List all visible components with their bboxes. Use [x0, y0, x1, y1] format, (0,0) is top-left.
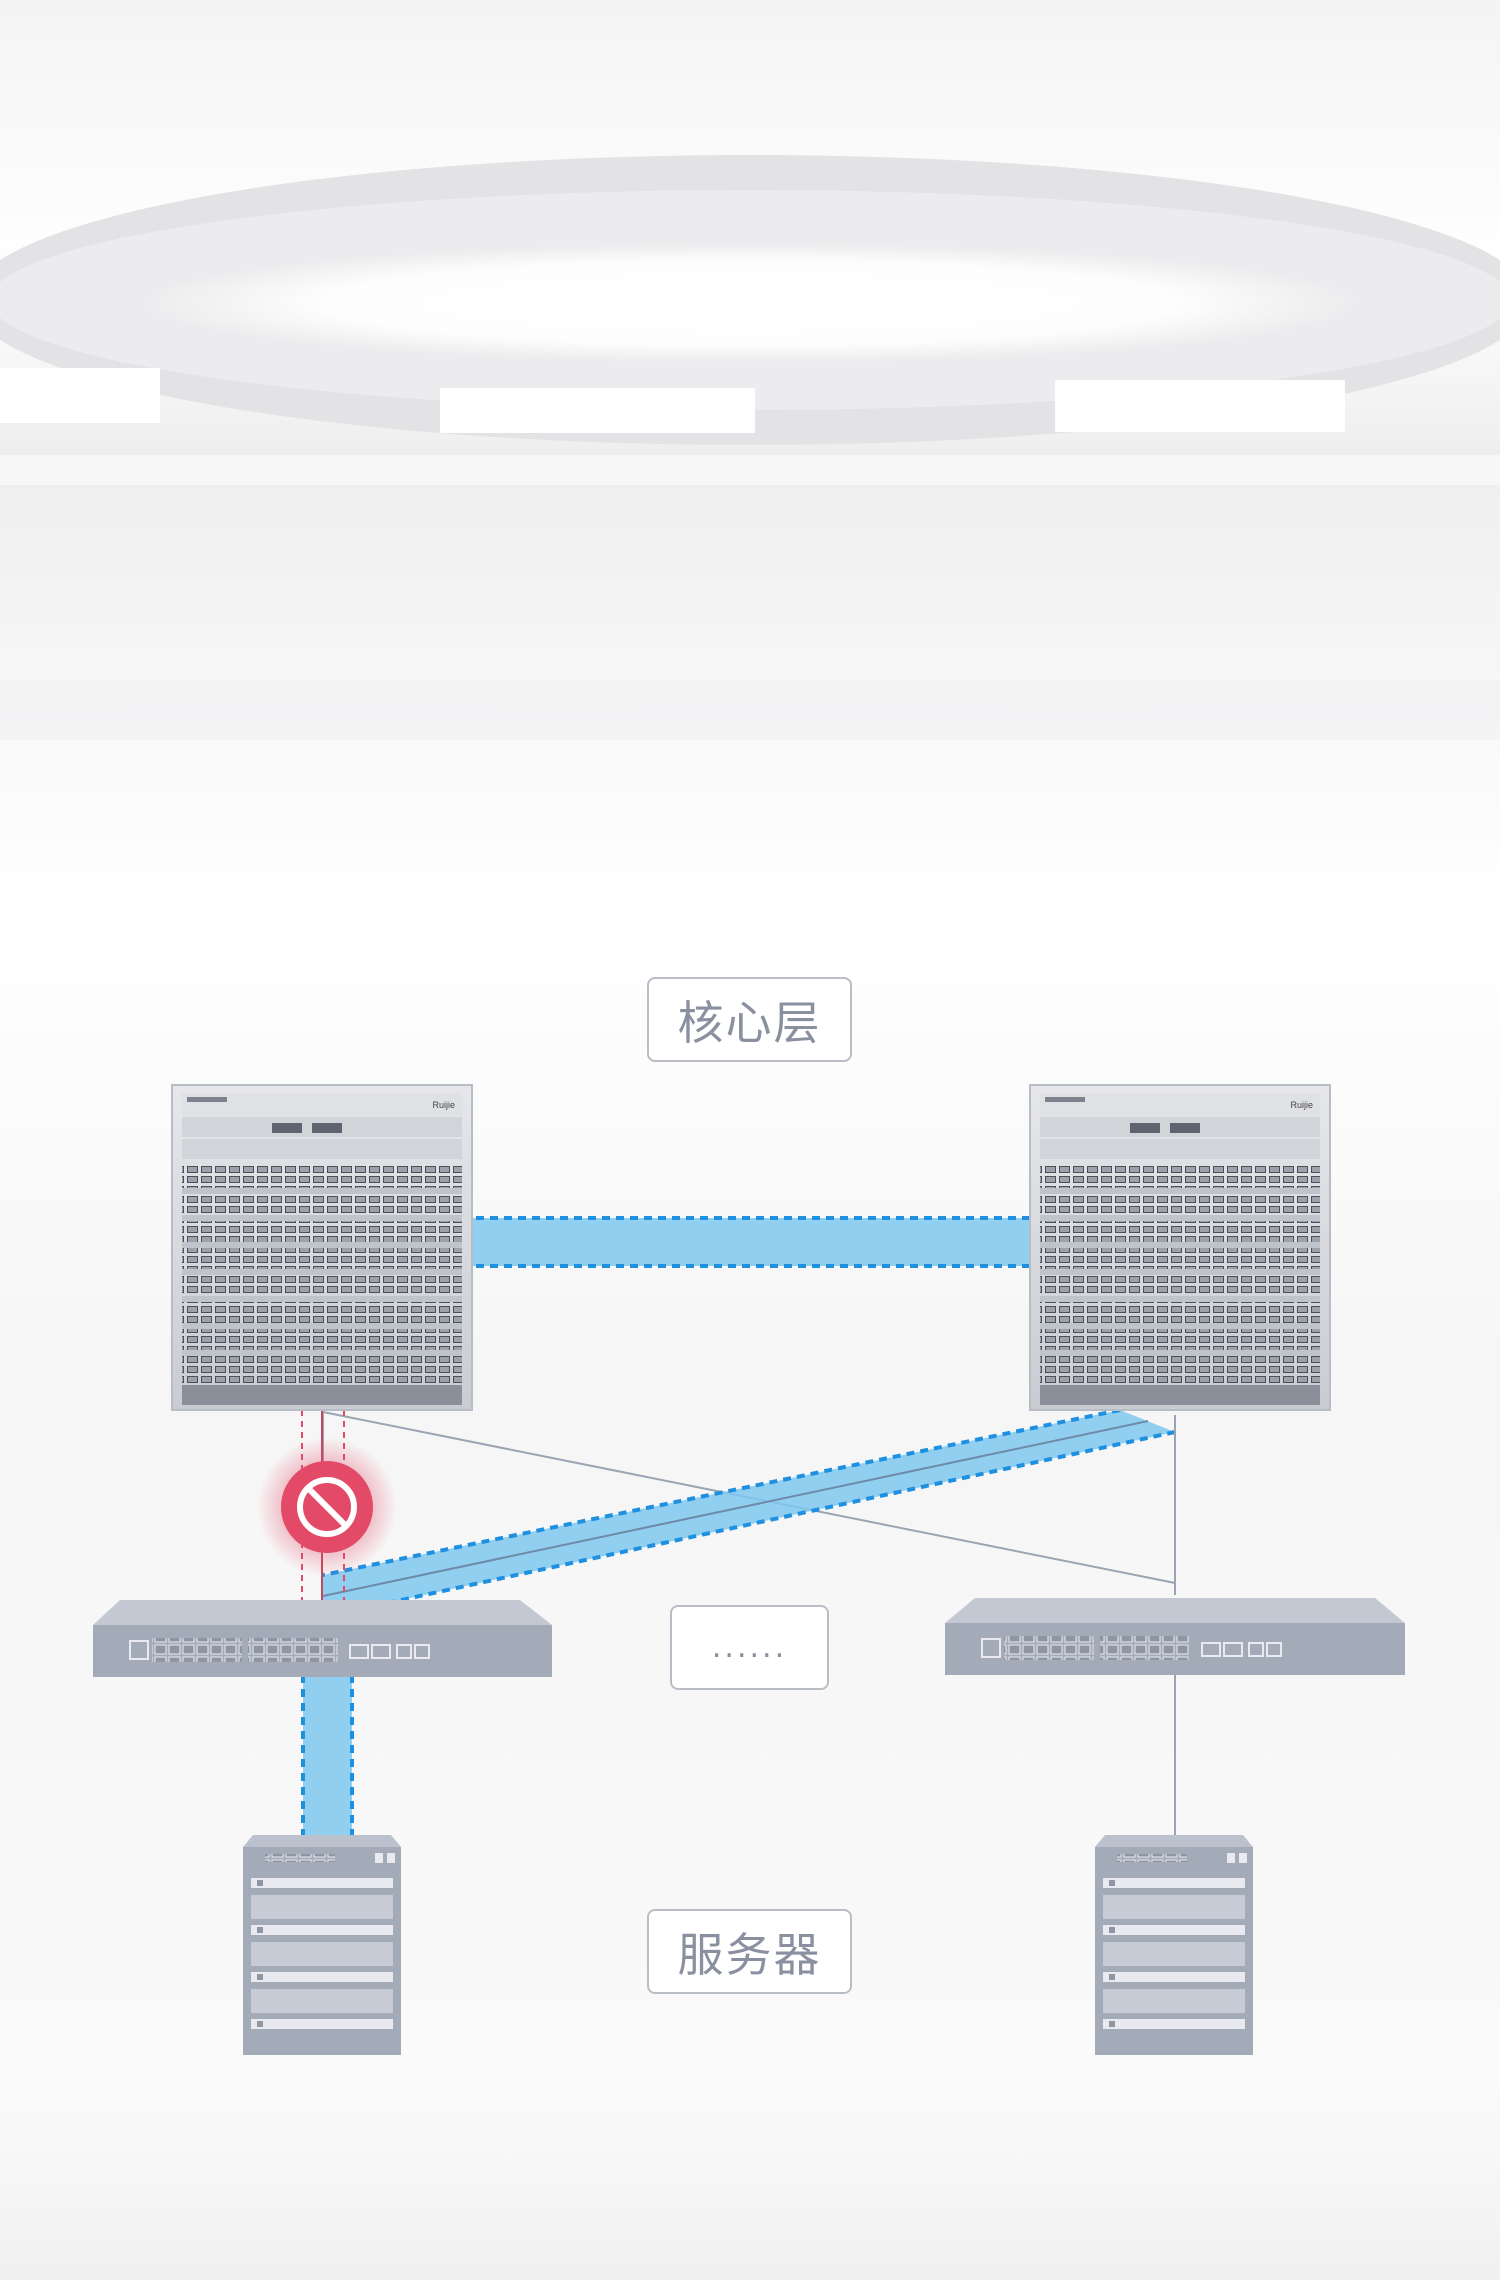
more-switches-label-text: ......	[711, 1630, 788, 1665]
server-right	[1095, 1835, 1253, 2055]
core-switch-left-brand: Ruijie	[432, 1100, 455, 1110]
core-switch-right-brand: Ruijie	[1290, 1100, 1313, 1110]
access-switch-left	[93, 1600, 552, 1677]
server-left	[243, 1835, 401, 2055]
servers-label: 服务器	[647, 1909, 852, 1994]
link-core-right-to-access-left	[322, 1408, 1176, 1619]
more-switches-label: ......	[670, 1605, 829, 1690]
core-layer-label-text: 核心层	[677, 995, 822, 1050]
access-switch-right	[945, 1598, 1405, 1675]
link-core-to-core	[462, 1216, 1040, 1268]
core-switch-right: Ruijie	[1029, 1084, 1331, 1411]
core-layer-label: 核心层	[647, 977, 852, 1062]
link-access-left-to-server-left	[301, 1675, 354, 1837]
core-switch-left: Ruijie	[171, 1084, 473, 1411]
servers-label-text: 服务器	[677, 1927, 822, 1982]
prohibited-icon	[257, 1437, 397, 1577]
